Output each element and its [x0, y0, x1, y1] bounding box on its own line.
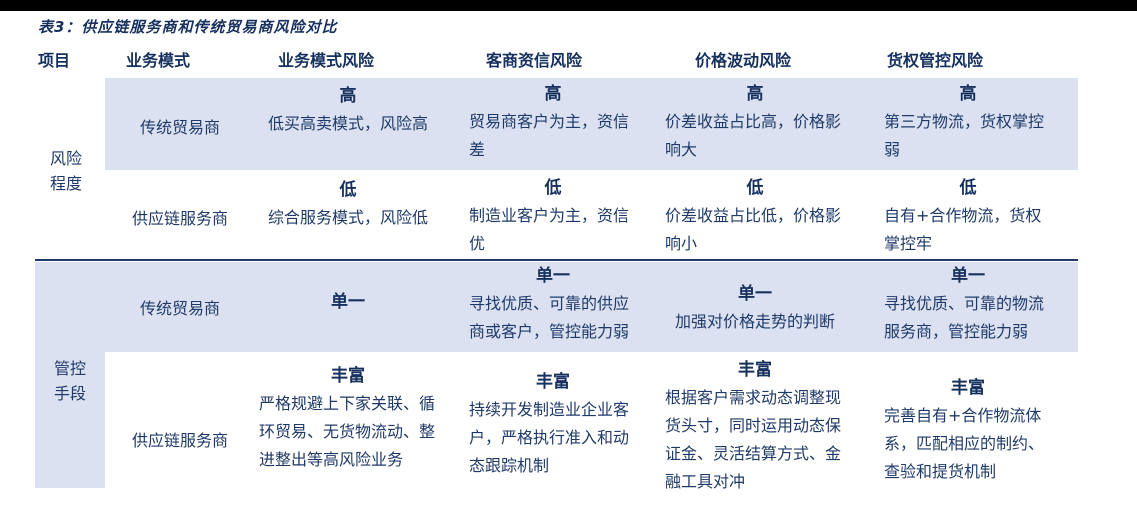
cell-credit-risk-traditional: 高 贸易商客户为主，资信差: [469, 84, 637, 164]
control-level: 单一: [536, 266, 570, 286]
risk-desc: 价差收益占比高，价格影响大: [665, 112, 842, 159]
cell-biz-model-control-provider: 丰富 严格规避上下家关联、循环贸易、无货物流动、整进整出等高风险业务: [259, 366, 437, 474]
risk-desc: 贸易商客户为主，资信差: [469, 112, 630, 159]
column-header-goods-right-control-risk: 货权管控风险: [886, 51, 983, 70]
row-band-traditional-risk: [105, 78, 1078, 170]
column-header-biz-model: 业务模式: [125, 51, 190, 70]
risk-desc: 综合服务模式，风险低: [267, 208, 428, 227]
risk-level: 高: [544, 84, 562, 104]
column-header-price-volatility-risk: 价格波动风险: [694, 51, 791, 70]
control-desc: 完善自有+合作物流体系，匹配相应的制约、查验和提货机制: [884, 406, 1045, 481]
cell-goods-control-traditional: 单一 寻找优质、可靠的物流服务商，管控能力弱: [884, 266, 1052, 346]
cell-price-risk-provider: 低 价差收益占比低，价格影响小: [665, 178, 845, 258]
risk-desc: 价差收益占比低，价格影响小: [665, 206, 842, 253]
cell-goods-risk-traditional: 高 第三方物流，货权掌控弱: [884, 84, 1052, 164]
control-level: 丰富: [331, 366, 365, 386]
risk-level: 低: [339, 180, 357, 200]
control-level: 单一: [738, 284, 772, 304]
column-header-biz-model-risk: 业务模式风险: [277, 51, 374, 70]
cell-price-control-provider: 丰富 根据客户需求动态调整现货头寸，同时运用动态保证金、灵活结算方式、金融工具对…: [665, 360, 845, 496]
control-desc: 严格规避上下家关联、循环贸易、无货物流动、整进整出等高风险业务: [259, 394, 436, 469]
risk-desc: 低买高卖模式，风险高: [267, 114, 428, 133]
row-group-label-risk-degree: 风险程度: [49, 149, 82, 193]
column-header-project: 项目: [38, 51, 71, 70]
cell-biz-model-control-traditional: 单一: [259, 292, 437, 312]
top-black-bar: [0, 0, 1137, 11]
risk-level: 低: [746, 178, 764, 198]
cell-credit-control-provider: 丰富 持续开发制造业企业客户，严格执行准入和动态跟踪机制: [469, 372, 637, 480]
control-level: 丰富: [951, 378, 985, 398]
control-desc: 寻找优质、可靠的物流服务商，管控能力弱: [884, 294, 1045, 341]
entity-supply-chain-provider: 供应链服务商: [131, 209, 228, 228]
risk-desc: 制造业客户为主，资信优: [469, 206, 630, 253]
cell-price-risk-traditional: 高 价差收益占比高，价格影响大: [665, 84, 845, 164]
cell-goods-risk-provider: 低 自有+合作物流，货权掌控牢: [884, 178, 1052, 258]
row-band-traditional-control: [35, 262, 1078, 352]
cell-credit-control-traditional: 单一 寻找优质、可靠的供应商或客户，管控能力弱: [469, 266, 637, 346]
cell-biz-model-risk-provider: 低 综合服务模式，风险低: [259, 180, 437, 232]
column-header-customer-credit-risk: 客商资信风险: [485, 51, 582, 70]
control-level: 单一: [951, 266, 985, 286]
risk-level: 高: [746, 84, 764, 104]
entity-traditional-trader: 传统贸易商: [139, 299, 220, 318]
risk-desc: 第三方物流，货权掌控弱: [884, 112, 1045, 159]
risk-desc: 自有+合作物流，货权掌控牢: [884, 206, 1042, 253]
entity-traditional-trader: 传统贸易商: [139, 118, 220, 137]
entity-supply-chain-provider: 供应链服务商: [131, 431, 228, 450]
control-level: 丰富: [738, 360, 772, 380]
cell-price-control-traditional: 单一 加强对价格走势的判断: [665, 284, 845, 336]
row-group-label-control-means: 管控手段: [53, 359, 86, 403]
risk-level: 高: [959, 84, 977, 104]
control-desc: 根据客户需求动态调整现货头寸，同时运用动态保证金、灵活结算方式、金融工具对冲: [665, 388, 842, 491]
risk-level: 高: [339, 86, 357, 106]
control-level: 丰富: [536, 372, 570, 392]
cell-credit-risk-provider: 低 制造业客户为主，资信优: [469, 178, 637, 258]
risk-level: 低: [959, 178, 977, 198]
control-group-column-band: [35, 262, 105, 488]
control-desc: 持续开发制造业企业客户，严格执行准入和动态跟踪机制: [469, 400, 630, 475]
risk-level: 低: [544, 178, 562, 198]
control-level: 单一: [331, 292, 365, 312]
divider-line: [35, 259, 1078, 261]
control-desc: 加强对价格走势的判断: [674, 312, 835, 331]
control-desc: 寻找优质、可靠的供应商或客户，管控能力弱: [469, 294, 630, 341]
cell-biz-model-risk-traditional: 高 低买高卖模式，风险高: [259, 86, 437, 138]
cell-goods-control-provider: 丰富 完善自有+合作物流体系，匹配相应的制约、查验和提货机制: [884, 378, 1052, 486]
table-title: 表3：供应链服务商和传统贸易商风险对比: [38, 18, 338, 36]
